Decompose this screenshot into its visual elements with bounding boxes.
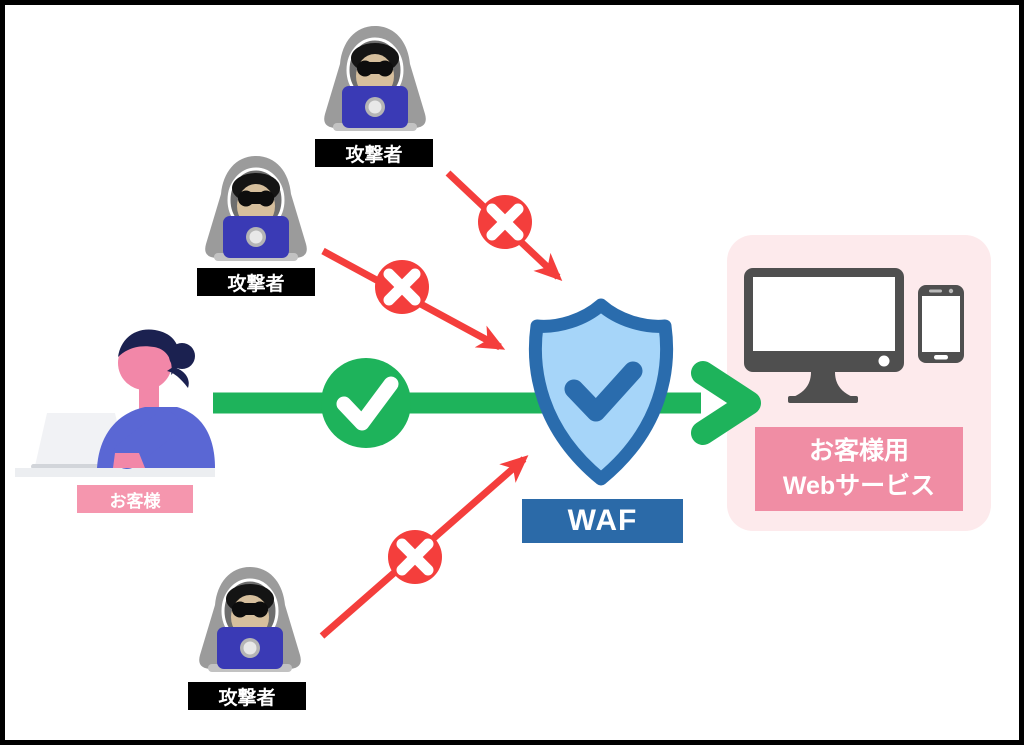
smartphone-icon [918, 285, 964, 363]
service-label-line2: Webサービス [782, 472, 936, 500]
attacker-middle-icon [205, 156, 307, 261]
customer-icon [15, 329, 215, 477]
attacker-bottom-icon [199, 567, 301, 672]
waf-label-text: WAF [567, 504, 638, 537]
service-label-line1: お客様用 [808, 436, 909, 465]
service-label: お客様用 Webサービス [755, 427, 963, 511]
blocked-arrow-top [445, 170, 563, 282]
waf-label: WAF [522, 499, 683, 543]
attacker-bottom-label-text: 攻撃者 [218, 687, 276, 709]
attacker-top-label-text: 攻撃者 [345, 144, 403, 166]
attacker-middle-label-text: 攻撃者 [227, 273, 285, 295]
blocked-arrow-middle [321, 247, 506, 351]
check-circle-icon [321, 358, 411, 448]
customer-label-text: お客様 [109, 491, 161, 511]
blocked-arrow-bottom [319, 455, 529, 639]
attacker-middle-label: 攻撃者 [197, 268, 315, 296]
customer-label: お客様 [77, 485, 193, 513]
service-panel: お客様用 Webサービス [727, 235, 991, 531]
x-circle-icon-top [478, 195, 532, 249]
allowed-arrow [213, 361, 761, 445]
attacker-top-icon [324, 26, 426, 131]
desktop-monitor-icon [744, 268, 904, 403]
attacker-bottom-label: 攻撃者 [188, 682, 306, 710]
waf-shield-icon [528, 298, 674, 486]
attacker-top-label: 攻撃者 [315, 139, 433, 167]
x-circle-icon-bottom [388, 530, 442, 584]
x-circle-icon-middle [375, 260, 429, 314]
